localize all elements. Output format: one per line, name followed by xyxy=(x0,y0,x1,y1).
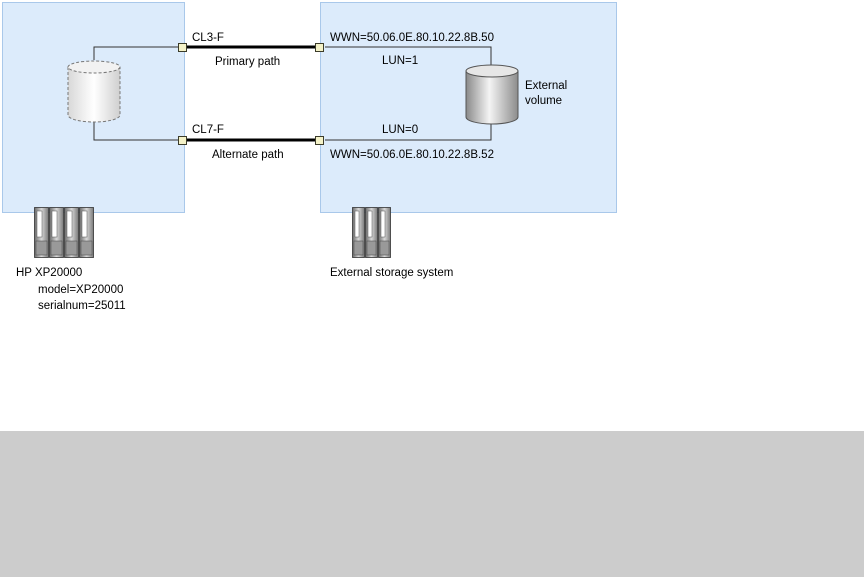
alternate-port-label: CL7-F xyxy=(192,124,224,136)
local-system-model: model=XP20000 xyxy=(38,284,124,296)
primary-path-label: Primary path xyxy=(215,56,281,68)
external-volume-label-line2: volume xyxy=(525,95,563,107)
external-system-name: External storage system xyxy=(330,267,454,279)
external-volume-wire-bottom xyxy=(325,122,492,141)
alternate-wwn-label: WWN=50.06.0E.80.10.22.8B.52 xyxy=(330,149,494,161)
alternate-path-label: Alternate path xyxy=(212,149,284,161)
primary-port-label: CL3-F xyxy=(192,32,224,44)
local-system-serial: serialnum=25011 xyxy=(38,300,126,312)
local-volume-wire-bottom xyxy=(93,121,182,141)
primary-wwn-label: WWN=50.06.0E.80.10.22.8B.50 xyxy=(330,32,494,44)
external-volume-label-line1: External xyxy=(525,80,568,92)
port-wwn-50-external[interactable] xyxy=(315,43,324,52)
local-storage-system-icon[interactable] xyxy=(34,207,94,263)
local-system-name: HP XP20000 xyxy=(16,267,83,279)
virtual-volume-icon[interactable] xyxy=(67,60,121,129)
primary-lun-label: LUN=1 xyxy=(382,55,419,67)
external-volume-icon[interactable] xyxy=(465,64,519,131)
external-volume-wire-top xyxy=(325,46,492,66)
local-volume-wire-top xyxy=(93,46,182,60)
port-cl3f-local[interactable] xyxy=(178,43,187,52)
port-cl7f-local[interactable] xyxy=(178,136,187,145)
footer-area xyxy=(0,431,864,577)
external-storage-system-icon[interactable] xyxy=(352,207,392,263)
alternate-lun-label: LUN=0 xyxy=(382,124,419,136)
port-wwn-52-external[interactable] xyxy=(315,136,324,145)
